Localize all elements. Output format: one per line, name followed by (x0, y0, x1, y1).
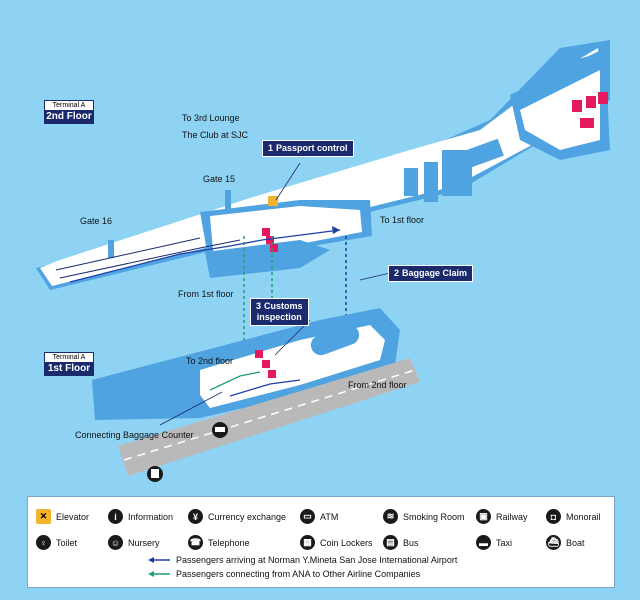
legend-arrivals-row: Passengers arriving at Norman Y.Mineta S… (148, 555, 457, 565)
callout-text: Passport control (276, 143, 348, 153)
legend-label: Elevator (56, 511, 90, 522)
atm-icon: ▭ (300, 509, 315, 524)
legend-label: ATM (320, 511, 339, 522)
legend-item: ▭ ATM (300, 509, 338, 524)
legend-label: Toilet (56, 537, 78, 548)
monorail-icon: ◘ (546, 509, 561, 524)
legend-item: ¥ Currency exchange (188, 509, 286, 524)
boat-icon: ⛴ (546, 535, 561, 550)
legend-label: Currency exchange (208, 511, 287, 522)
callout-number: 1 (268, 143, 274, 153)
bus-icon: ▤ (383, 535, 398, 550)
legend-label: Railway (496, 511, 528, 522)
blue-arrow-icon (148, 557, 170, 563)
telephone-icon: ☎ (188, 535, 203, 550)
callout-text: Baggage Claim (402, 268, 468, 278)
callout-text-line1: Customs (264, 301, 303, 311)
legend-item: ⛴ Boat (546, 535, 585, 550)
legend-connecting-text: Passengers connecting from ANA to Other … (176, 569, 421, 579)
legend-connecting-row: Passengers connecting from ANA to Other … (148, 569, 420, 579)
floor-tag-1st: Terminal A 1st Floor (44, 352, 94, 376)
road (118, 358, 420, 476)
legend-item: ▣ Railway (476, 509, 528, 524)
legend-label: Bus (403, 537, 419, 548)
legend-label: Monorail (566, 511, 601, 522)
taxi-icon: ▬ (476, 535, 491, 550)
label-gate-15: Gate 15 (203, 174, 236, 184)
legend-item: ▤ Bus (383, 535, 419, 550)
nursery-icon: ☺ (108, 535, 123, 550)
legend-arrivals-text: Passengers arriving at Norman Y.Mineta S… (176, 555, 458, 565)
coin-lockers-icon: ▦ (300, 535, 315, 550)
legend-label: Taxi (496, 537, 513, 548)
legend-item: ▦ Coin Lockers (300, 535, 373, 550)
legend-item: ☺ Nursery (108, 535, 160, 550)
label-gate-16: Gate 16 (80, 216, 113, 226)
legend-item: ▬ Taxi (476, 535, 512, 550)
terminal-map (36, 40, 610, 482)
legend-item: ≋ Smoking Room (383, 509, 465, 524)
legend-item: ☎ Telephone (188, 535, 250, 550)
callout-text-line2: inspection (256, 312, 302, 322)
label-from-1st-floor: From 1st floor (178, 289, 234, 299)
second-floor-plan (36, 40, 610, 290)
green-arrow-icon (148, 571, 170, 577)
terminal-label: Terminal A (44, 352, 94, 362)
information-icon: i (108, 509, 123, 524)
legend-label: Coin Lockers (320, 537, 373, 548)
label-connecting-baggage: Connecting Baggage Counter (75, 430, 194, 440)
legend-label: Telephone (208, 537, 250, 548)
label-from-2nd-floor: From 2nd floor (348, 380, 407, 390)
legend-label: Nursery (128, 537, 160, 548)
legend-item: ✕ Elevator (36, 509, 89, 524)
legend-item: i Information (108, 509, 173, 524)
callout-number: 2 (394, 268, 400, 278)
label-to-1st-floor: To 1st floor (380, 215, 425, 225)
label-club-sjc: The Club at SJC (182, 130, 249, 140)
floor-name: 2nd Floor (44, 110, 94, 124)
legend: ✕ Elevator i Information ¥ Currency exchange ▭… (27, 496, 615, 588)
floor-name: 1st Floor (44, 362, 94, 376)
legend-label: Boat (566, 537, 585, 548)
legend-item: ◘ Monorail (546, 509, 601, 524)
callout-number: 3 (256, 301, 262, 311)
railway-icon: ▣ (476, 509, 491, 524)
label-to-2nd-floor: To 2nd floor (186, 356, 234, 366)
legend-item: ♀ Toilet (36, 535, 77, 550)
elevator-icon: ✕ (36, 509, 51, 524)
legend-label: Information (128, 511, 174, 522)
toilet-icon: ♀ (36, 535, 51, 550)
terminal-label: Terminal A (44, 100, 94, 110)
label-to-3rd-lounge: To 3rd Lounge (182, 113, 240, 123)
first-floor-plan (92, 308, 400, 420)
legend-label: Smoking Room (403, 511, 465, 522)
floor-tag-2nd: Terminal A 2nd Floor (44, 100, 94, 124)
smoking-room-icon: ≋ (383, 509, 398, 524)
currency-exchange-icon: ¥ (188, 509, 203, 524)
